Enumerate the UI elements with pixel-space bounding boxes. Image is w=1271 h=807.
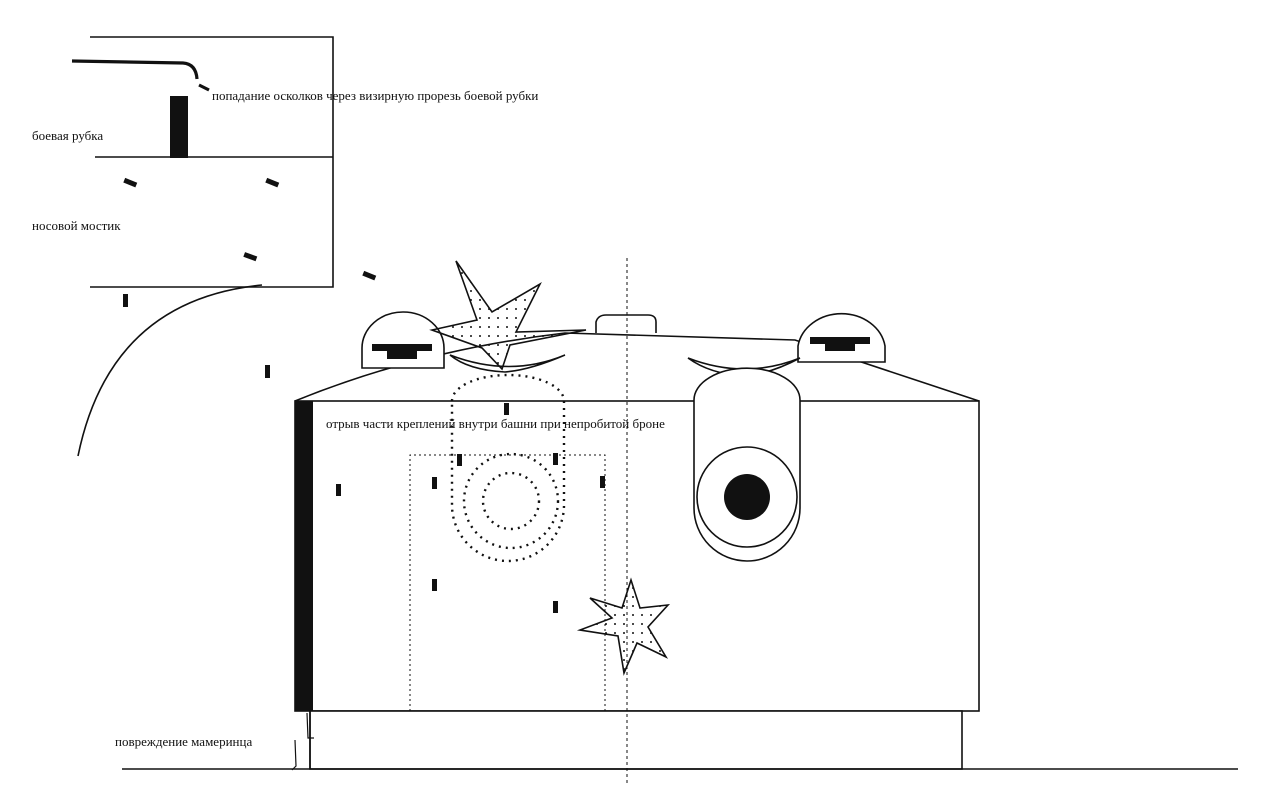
periscope-pipe [71,59,199,80]
fragment [432,579,437,591]
fragment [553,453,558,465]
left-gun-ring-inner [481,471,541,531]
fragment [265,177,280,188]
left-sight-slit-lower [387,351,417,359]
left-armor-plate [295,401,313,711]
fragment [123,294,128,307]
fragment [504,403,509,415]
ring-damage-mark-left [291,739,297,771]
right-gun-barrel [724,474,770,520]
label-conning-tower: боевая рубка [32,128,103,143]
fragment [243,252,258,262]
fragments [123,177,605,613]
right-sight-slit-lower [825,344,855,351]
left-gun-port-ellipse [449,354,566,373]
vision-slit-block [170,96,188,158]
fragment [553,601,558,613]
label-ring-damage: повреждение мамеринца [115,734,252,749]
label-splinter-hit: попадание осколков через визирную прорез… [212,88,538,103]
turret-body [294,400,980,712]
fragment [432,477,437,489]
left-sight-slit [372,344,432,351]
label-fore-bridge: носовой мостик [32,218,121,233]
fragment [336,484,341,496]
left-gun-ring-outer [462,452,560,550]
ring-damage-mark [306,712,314,739]
periscope-tip [198,83,210,92]
superstructure [71,36,334,457]
roof-hatch [595,314,657,333]
label-mount-detach: отрыв части креплений внутри башни при н… [326,416,665,431]
right-sight-slit [810,337,870,344]
fragment [265,365,270,378]
left-sight-hood [361,311,445,369]
fragment [457,454,462,466]
turret [291,311,980,771]
bow-curve [77,284,263,457]
fragment [600,476,605,488]
fragment [362,270,377,281]
explosion-inner-icon [576,577,671,676]
turret-base-ring [309,710,963,770]
explosion-top-icon [429,260,587,371]
fragment [123,177,138,188]
superstructure-outline [90,36,334,288]
